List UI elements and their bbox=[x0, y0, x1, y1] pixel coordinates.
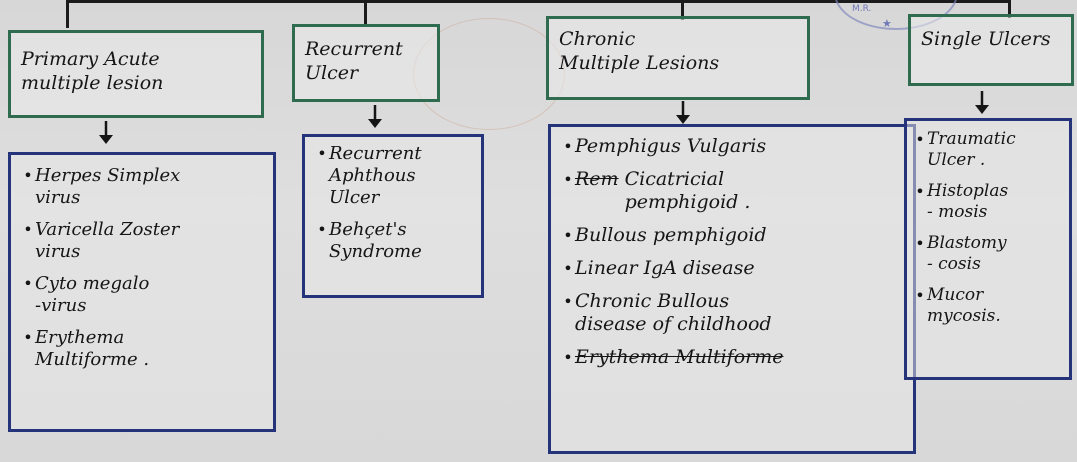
list-chronic-multiple: • Pemphigus Vulgaris • Rem Cicatricial p… bbox=[548, 124, 916, 454]
list-item: • Traumatic Ulcer . bbox=[913, 129, 1063, 171]
list-item-text: Erythema Multiforme . bbox=[35, 327, 150, 370]
list-item: • Linear IgA disease bbox=[561, 257, 903, 280]
arrow-down-icon bbox=[99, 121, 113, 144]
list-item: • Behçet's Syndrome bbox=[315, 219, 471, 263]
list-item-text: Traumatic Ulcer . bbox=[927, 129, 1016, 170]
header-recurrent-ulcer: Recurrent Ulcer bbox=[292, 24, 440, 102]
connector-col-1 bbox=[66, 0, 69, 28]
list-item: • Blastomy - cosis bbox=[913, 233, 1063, 275]
list-item-text: Pemphigus Vulgaris bbox=[575, 135, 767, 157]
list-item-text: Cicatricial pemphigoid . bbox=[624, 168, 751, 213]
connector-col-4 bbox=[1008, 0, 1011, 18]
list-primary-acute: • Herpes Simplex virus • Varicella Zoste… bbox=[8, 152, 276, 432]
list-item-text: Behçet's Syndrome bbox=[329, 219, 422, 262]
stamp-text: M.R. bbox=[852, 4, 872, 14]
arrow-down-icon bbox=[676, 101, 690, 124]
list-item: • Chronic Bullous disease of childhood bbox=[561, 290, 903, 336]
list-item-text: Cyto megalo -virus bbox=[35, 273, 150, 316]
list-item: • Mucor mycosis. bbox=[913, 285, 1063, 327]
stamp-star-icon: ★ bbox=[882, 17, 892, 30]
list-item-text: Erythema Multiforme bbox=[575, 346, 784, 368]
top-connector-line bbox=[66, 0, 1011, 3]
connector-col-2 bbox=[364, 0, 367, 24]
list-item-text: Chronic Bullous disease of childhood bbox=[575, 290, 772, 335]
list-item: • Cyto megalo -virus bbox=[21, 273, 263, 317]
list-item: • Histoplas - mosis bbox=[913, 181, 1063, 223]
header-primary-acute: Primary Acute multiple lesion bbox=[8, 30, 264, 118]
list-item: • Herpes Simplex virus bbox=[21, 165, 263, 209]
list-item: • Erythema Multiforme . bbox=[21, 327, 263, 371]
list-item-text: Linear IgA disease bbox=[575, 257, 755, 279]
list-item-text: Herpes Simplex virus bbox=[35, 165, 181, 208]
header-chronic-multiple: Chronic Multiple Lesions bbox=[546, 16, 810, 100]
list-item-text: Bullous pemphigoid bbox=[575, 224, 767, 246]
list-item-struck: • Erythema Multiforme bbox=[561, 346, 903, 369]
list-item-text: Histoplas - mosis bbox=[927, 181, 1009, 222]
list-item: • Varicella Zoster virus bbox=[21, 219, 263, 263]
list-item-text: Varicella Zoster virus bbox=[35, 219, 180, 262]
list-item-text: Recurrent Aphthous Ulcer bbox=[329, 143, 422, 208]
list-item: • Pemphigus Vulgaris bbox=[561, 135, 903, 158]
list-item-text: Mucor mycosis. bbox=[927, 285, 1001, 326]
struck-out-word: Rem bbox=[575, 168, 619, 190]
arrow-down-icon bbox=[368, 105, 382, 128]
list-item-text: Blastomy - cosis bbox=[927, 233, 1007, 274]
connector-col-3 bbox=[681, 0, 684, 20]
list-single-ulcers: • Traumatic Ulcer . • Histoplas - mosis … bbox=[904, 118, 1072, 380]
arrow-down-icon bbox=[975, 91, 989, 114]
list-item: • Bullous pemphigoid bbox=[561, 224, 903, 247]
list-item: • Rem Cicatricial pemphigoid . bbox=[561, 168, 903, 214]
list-item: • Recurrent Aphthous Ulcer bbox=[315, 143, 471, 209]
list-recurrent-ulcer: • Recurrent Aphthous Ulcer • Behçet's Sy… bbox=[302, 134, 484, 298]
header-single-ulcers: Single Ulcers bbox=[908, 14, 1074, 86]
